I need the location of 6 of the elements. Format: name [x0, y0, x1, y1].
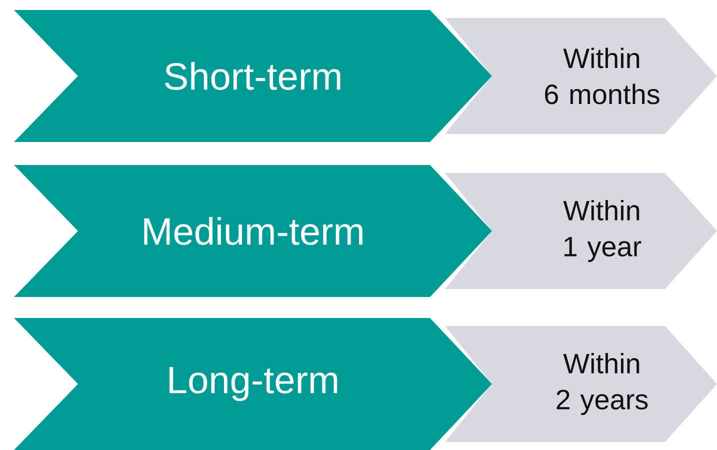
chevron-box: Within 2 years: [445, 326, 717, 442]
chevron-box: Medium-term: [14, 165, 492, 297]
chevron-box: Within 1 year: [445, 173, 717, 289]
chevron-box: Long-term: [14, 318, 492, 450]
chevron-box: Within 6 months: [445, 18, 717, 134]
chevron-box: Short-term: [14, 10, 492, 142]
